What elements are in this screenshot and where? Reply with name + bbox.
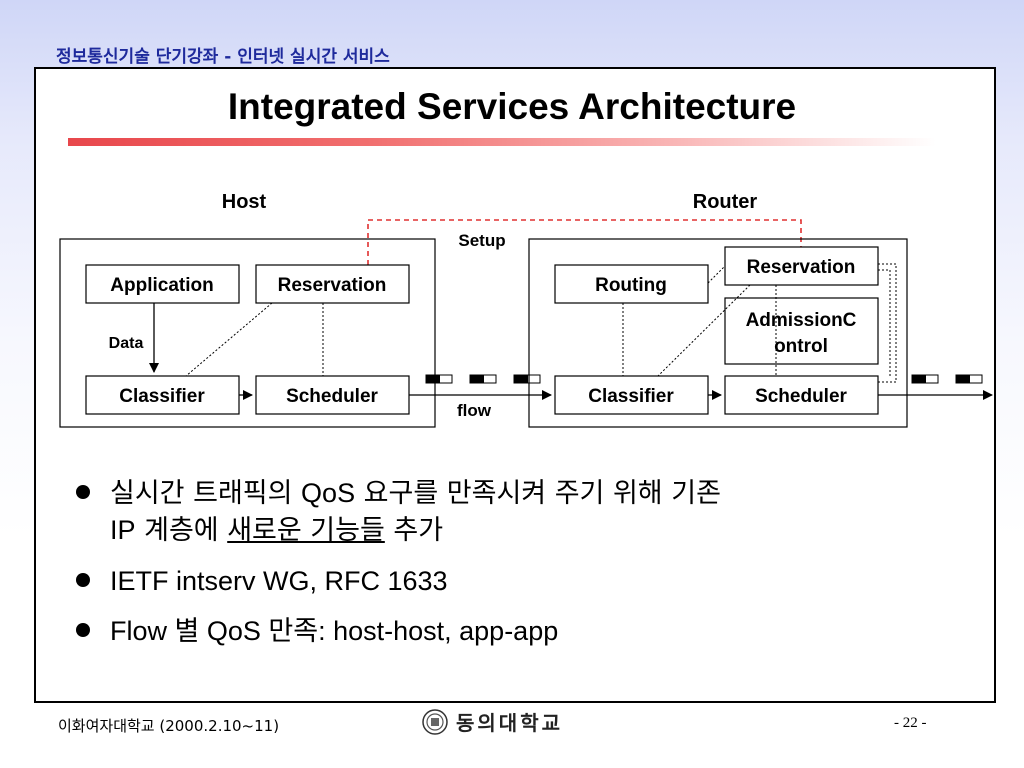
host-reservation-box: Reservation [255,264,410,304]
footer-source: 이화여자대학교 (2000.2.10~11) [58,717,280,735]
host-classifier-box: Classifier [85,375,240,415]
bullet-dot-icon [76,485,90,499]
packet-icon [425,374,453,384]
svg-text:Scheduler: Scheduler [755,386,847,407]
routing-reservation-link [707,265,726,284]
svg-text:Reservation: Reservation [278,275,387,296]
setup-label: Setup [458,231,505,250]
host-reservation-classifier-link [185,302,273,377]
packet-icon [911,374,939,384]
data-label: Data [109,335,144,352]
svg-text:Classifier: Classifier [119,386,205,407]
router-scheduler-box: Scheduler [724,375,879,415]
packet-icon [513,374,541,384]
svg-text:Routing: Routing [595,275,667,296]
router-routing-box: Routing [554,264,709,304]
router-admission-control-box: AdmissionC ontrol [724,297,879,365]
packet-icon [469,374,497,384]
svg-text:AdmissionC: AdmissionC [746,310,857,331]
bullet-item: IETF intserv WG, RFC 1633 [74,563,954,599]
bullet-item: Flow 별 QoS 만족: host-host, app-app [74,613,954,650]
setup-signal-path [367,219,802,265]
bullet-dot-icon [76,623,90,637]
router-reservation-box: Reservation [724,246,879,286]
page-number: - 22 - [894,715,927,731]
bullet-item: 실시간 트래픽의 QoS 요구를 만족시켜 주기 위해 기존 IP 계층에 새로… [74,475,954,549]
svg-text:Reservation: Reservation [747,257,856,278]
svg-text:Application: Application [110,275,213,296]
reservation-scheduler-side-link [878,263,897,383]
bullet-list: 실시간 트래픽의 QoS 요구를 만족시켜 주기 위해 기존 IP 계층에 새로… [74,475,954,664]
reservation-admission-side-link [878,269,891,376]
course-header: 정보통신기술 단기강좌 - 인터넷 실시간 서비스 [56,47,390,67]
svg-text:Classifier: Classifier [588,386,674,407]
host-scheduler-box: Scheduler [255,375,410,415]
svg-text:ontrol: ontrol [774,336,828,357]
underlined-emphasis: 새로운 기능들 [227,515,385,546]
host-label: Host [222,191,267,213]
flow-label: flow [457,401,492,420]
footer-logo: 동의대학교 [422,707,563,736]
svg-text:Scheduler: Scheduler [286,386,378,407]
title-underline-bar [68,138,936,146]
router-classifier-box: Classifier [554,375,709,415]
router-container [528,238,908,428]
reservation-classifier-link [657,284,751,377]
university-seal-icon [422,708,448,735]
bullet-dot-icon [76,573,90,587]
host-container [59,238,436,428]
host-application-box: Application [85,264,240,304]
router-label: Router [693,191,758,213]
slide-title: Integrated Services Architecture [227,86,797,127]
packet-icon [955,374,983,384]
